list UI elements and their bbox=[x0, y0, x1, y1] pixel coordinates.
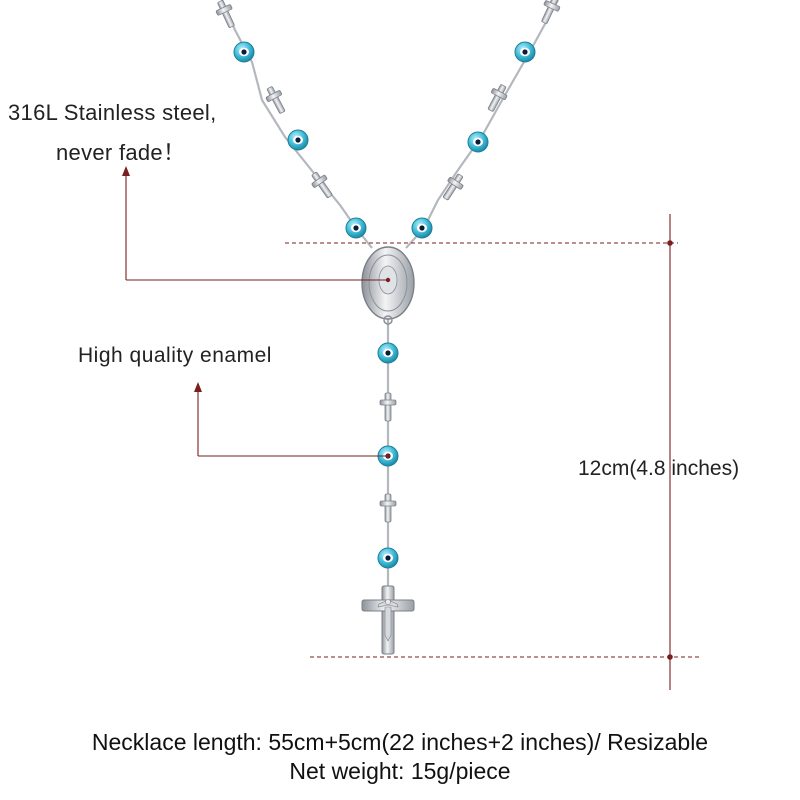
chain-cross bbox=[261, 83, 291, 117]
net-weight-spec: Net weight: 15g/piece bbox=[289, 758, 511, 784]
evil-eye-bead bbox=[411, 217, 433, 239]
evil-eye-bead bbox=[467, 131, 489, 153]
evil-eye-bead bbox=[287, 129, 309, 151]
chain-cross bbox=[379, 493, 397, 523]
necklace-length-spec: Necklace length: 55cm+5cm(22 inches+2 in… bbox=[91, 729, 709, 755]
chain-cross bbox=[536, 0, 564, 27]
spec-footer: Necklace length: 55cm+5cm(22 inches+2 in… bbox=[0, 728, 800, 786]
annotation-lines bbox=[125, 172, 700, 690]
arrow-up-icon bbox=[194, 382, 202, 392]
material-callout-line2: never fade！ bbox=[56, 140, 186, 165]
evil-eye-bead bbox=[233, 41, 255, 63]
material-callout-line1: 316L Stainless steel, bbox=[8, 100, 217, 125]
center-medal bbox=[361, 246, 415, 325]
pendant-drop-measurement: 12cm(4.8 inches) bbox=[578, 457, 740, 480]
chain-cross bbox=[212, 0, 240, 31]
chain-cross bbox=[379, 392, 397, 422]
enamel-callout: High quality enamel bbox=[78, 344, 272, 367]
evil-eye-bead bbox=[377, 547, 399, 569]
evil-eye-bead bbox=[514, 41, 536, 63]
arrow-up-icon bbox=[122, 166, 130, 176]
evil-eye-bead bbox=[377, 342, 399, 364]
crucifix-pendant bbox=[361, 585, 415, 655]
evil-eye-bead bbox=[345, 217, 367, 239]
